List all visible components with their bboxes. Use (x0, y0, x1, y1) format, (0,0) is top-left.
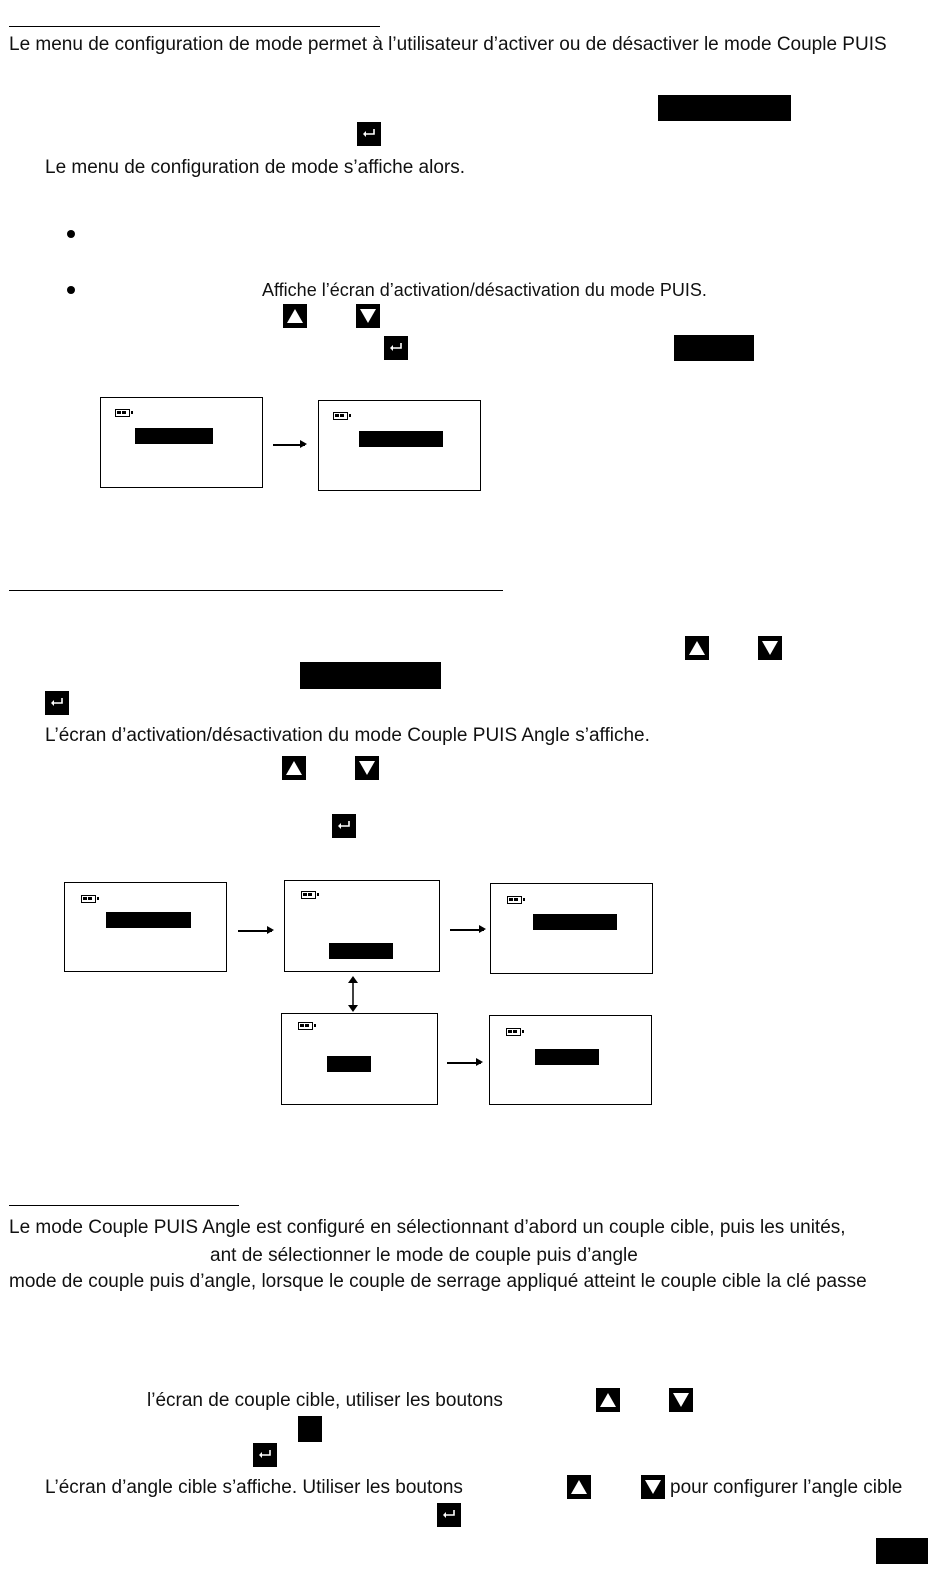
config-text-2: ant de sélectionner le mode de couple pu… (210, 1245, 638, 1266)
battery-icon (81, 895, 99, 903)
battery-icon (506, 1028, 524, 1036)
highlight-bar (106, 912, 191, 928)
enter-button-icon (253, 1443, 277, 1467)
section-rule-3 (9, 1205, 239, 1206)
puis-screen-text: Affiche l’écran d’activation/désactivati… (262, 280, 707, 300)
redacted-block (876, 1538, 928, 1564)
section-rule-1 (9, 26, 380, 27)
device-screen (64, 882, 227, 972)
enter-button-icon (332, 814, 356, 838)
flow-arrow (450, 926, 486, 932)
redacted-block (300, 662, 441, 689)
section-rule-2 (9, 590, 503, 591)
bullet-point (67, 230, 75, 238)
highlight-bar (135, 428, 213, 444)
enter-button-icon (45, 691, 69, 715)
redacted-block (658, 95, 791, 121)
target-torque-text: l’écran de couple cible, utiliser les bo… (147, 1390, 503, 1411)
down-triangle-button-icon (641, 1475, 665, 1499)
flow-arrow (447, 1059, 483, 1065)
enter-button-icon (357, 122, 381, 146)
bullet-point (67, 286, 75, 294)
down-triangle-button-icon (758, 636, 782, 660)
battery-icon (115, 409, 133, 417)
enter-button-icon (437, 1503, 461, 1527)
device-screen (490, 883, 653, 974)
highlight-bar (533, 914, 617, 930)
up-triangle-button-icon (567, 1475, 591, 1499)
up-triangle-button-icon (283, 304, 307, 328)
battery-icon (301, 891, 319, 899)
highlight-bar (327, 1056, 371, 1072)
enter-button-icon (384, 336, 408, 360)
highlight-bar (359, 431, 443, 447)
configure-angle-text: pour configurer l’angle cible (670, 1477, 903, 1498)
down-triangle-button-icon (355, 756, 379, 780)
redacted-block (298, 1416, 322, 1442)
config-text-1: Le mode Couple PUIS Angle est configuré … (9, 1217, 846, 1238)
device-screen (284, 880, 440, 972)
highlight-bar (535, 1049, 599, 1065)
flow-arrow (238, 927, 274, 933)
target-angle-text: L’écran d’angle cible s’affiche. Utilise… (45, 1477, 463, 1498)
down-triangle-button-icon (356, 304, 380, 328)
mode-menu-text: Le menu de configuration de mode s’affic… (45, 157, 466, 178)
device-screen (489, 1015, 652, 1105)
battery-icon (333, 412, 351, 420)
redacted-block (674, 335, 754, 361)
up-triangle-button-icon (685, 636, 709, 660)
down-triangle-button-icon (669, 1388, 693, 1412)
up-triangle-button-icon (282, 756, 306, 780)
up-triangle-button-icon (596, 1388, 620, 1412)
device-screen (100, 397, 263, 488)
config-text-3: mode de couple puis d’angle, lorsque le … (9, 1271, 867, 1292)
device-screen (318, 400, 481, 491)
battery-icon (298, 1022, 316, 1030)
bidirectional-arrow (348, 976, 358, 1012)
angle-screen-text: L’écran d’activation/désactivation du mo… (45, 725, 650, 746)
flow-arrow (273, 441, 307, 447)
highlight-bar (329, 943, 393, 959)
device-screen (281, 1013, 438, 1105)
intro-text: Le menu de configuration de mode permet … (9, 34, 887, 55)
battery-icon (507, 896, 525, 904)
